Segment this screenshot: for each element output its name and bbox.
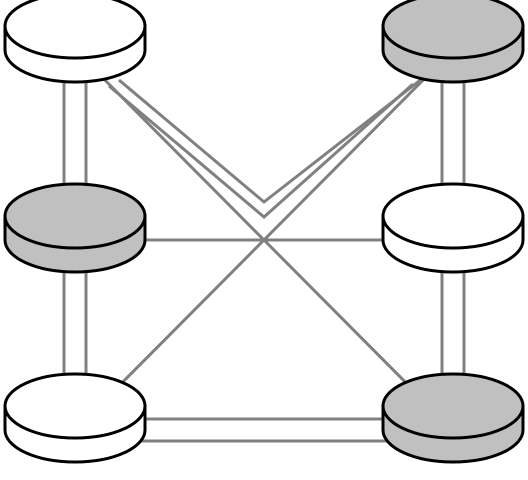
- nodes-layer: [3, 0, 525, 464]
- node-top-face: [3, 372, 147, 440]
- node-top-face: [3, 182, 147, 250]
- node-bottom-right: [381, 372, 525, 464]
- node-top-face: [3, 0, 147, 60]
- link-line-inner: [118, 76, 424, 204]
- link-bottom-left-to-top-right: [73, 48, 455, 432]
- node-top-face: [381, 0, 525, 60]
- node-top-face: [381, 182, 525, 250]
- link-line-outer: [108, 82, 414, 219]
- link-top-left-to-top-right: [108, 76, 424, 219]
- node-middle-left: [3, 182, 147, 274]
- link-line: [73, 48, 455, 432]
- node-middle-right: [381, 182, 525, 274]
- node-top-face: [381, 372, 525, 440]
- node-top-right: [381, 0, 525, 84]
- node-top-left: [3, 0, 147, 84]
- node-bottom-left: [3, 372, 147, 464]
